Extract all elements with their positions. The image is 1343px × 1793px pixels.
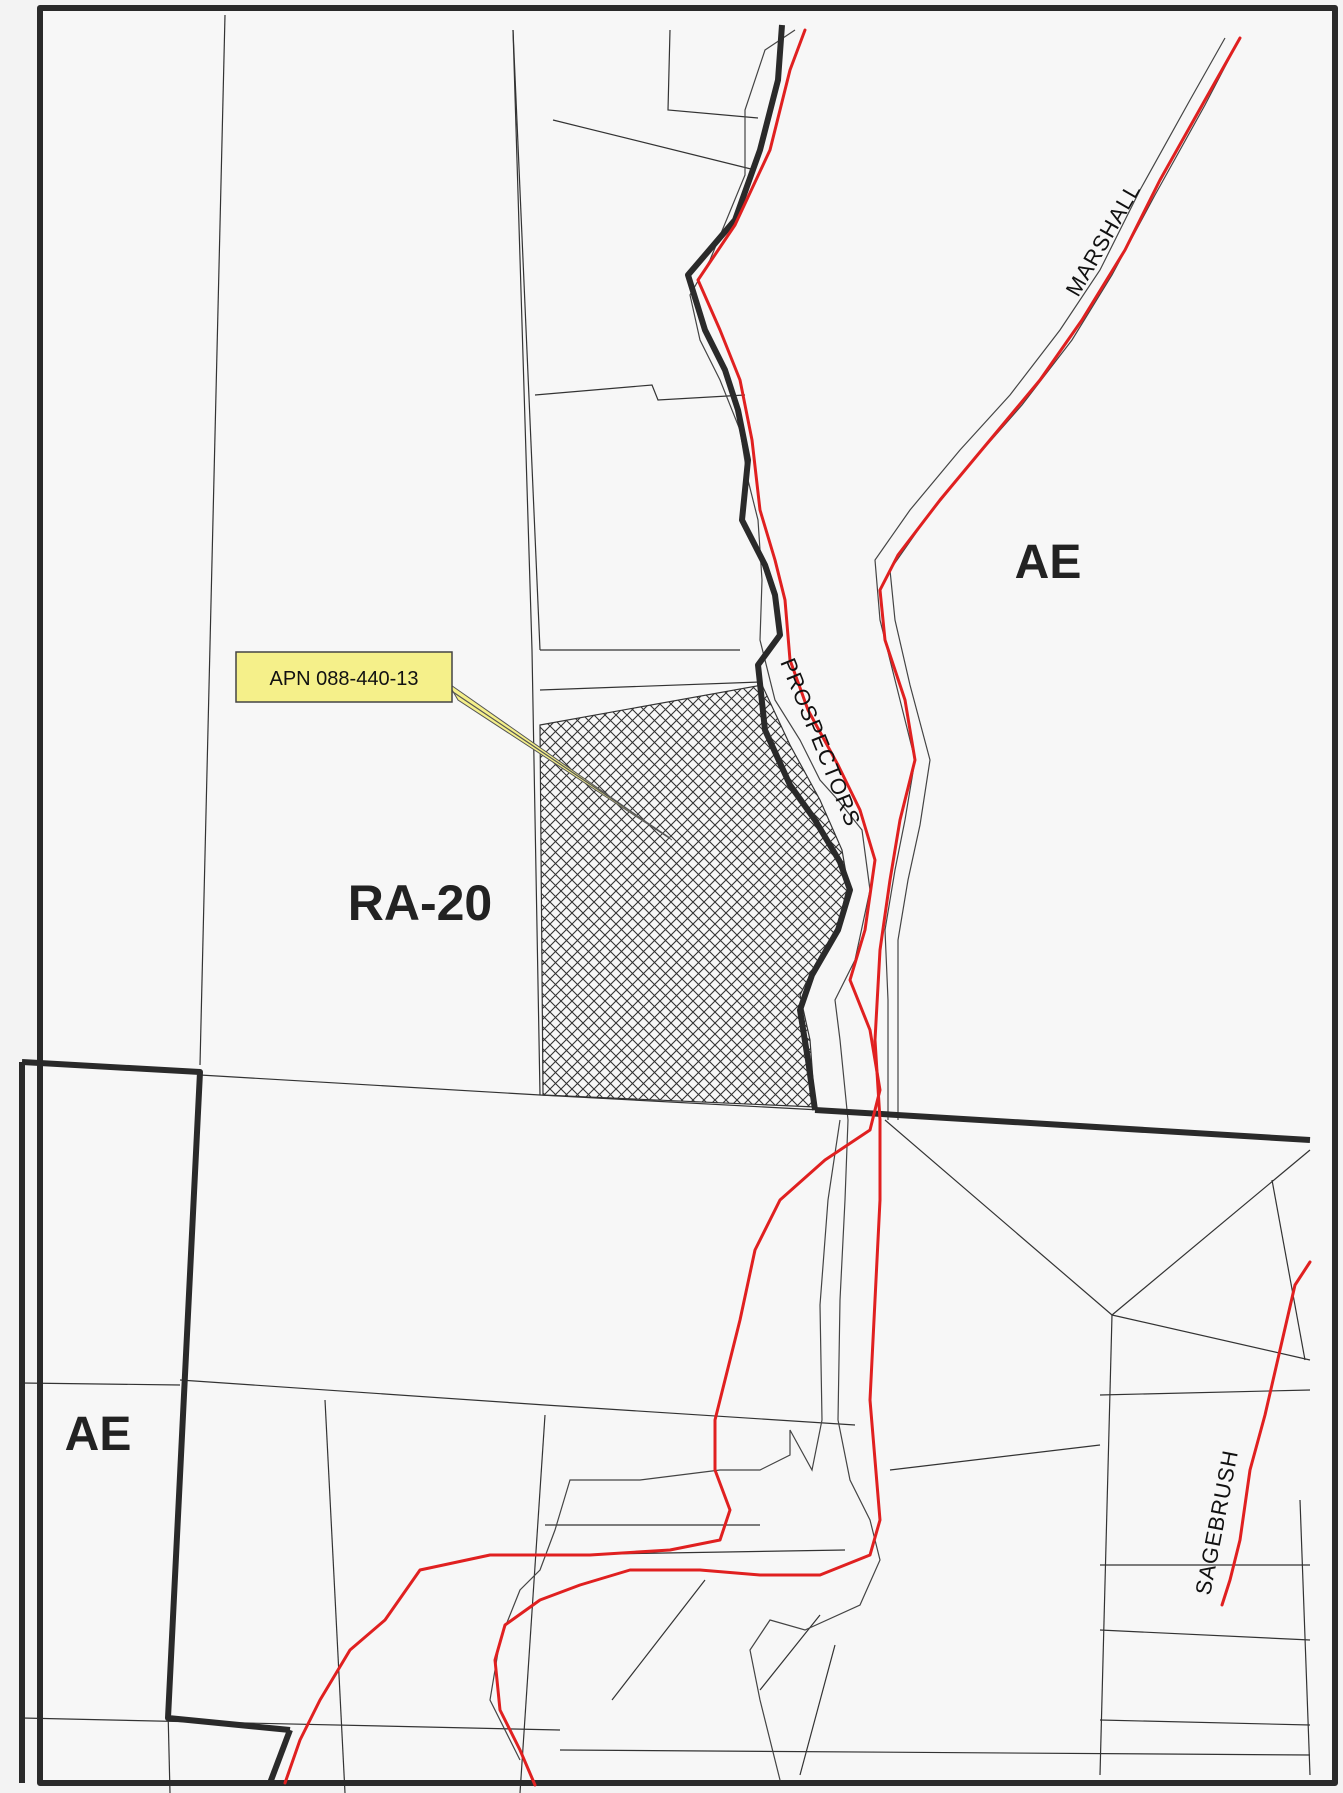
zone-label-ae-east: AE [1015,536,1082,589]
zone-label-ra20: RA-20 [348,875,492,931]
callout-leader-line [449,689,671,839]
callout-box [235,651,453,703]
prospectors-road-south [493,1118,882,1787]
marshall-road [873,36,1242,1122]
zone-label-ae-southwest: AE [65,1408,132,1461]
sagebrush-road [1220,1260,1312,1607]
prospectors-road [283,28,882,1785]
apn-callout: APN 088-440-13 [235,651,673,841]
road-centerlines [283,28,1312,1787]
apn-label: APN 088-440-13 [270,668,419,690]
zoning-boundaries [19,5,1338,1786]
